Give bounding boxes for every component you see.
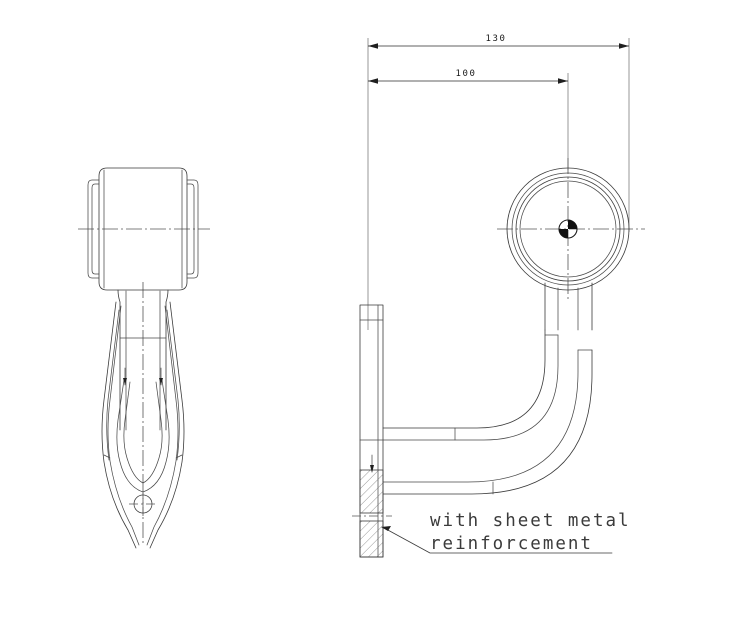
bracket-arrow-left (123, 378, 127, 385)
lens-ring-3 (515, 176, 621, 282)
bracket-notch-right (175, 454, 183, 459)
flange-arrow-head (370, 465, 374, 473)
side-view-group (352, 158, 645, 558)
bracket-outer-left (101, 301, 137, 549)
front-view-lamp-head (87, 167, 199, 291)
side-view-elbow-arm (382, 329, 593, 495)
bracket-cavity-inner (123, 381, 163, 484)
note-line-1: with sheet metal (430, 511, 631, 531)
note-leader-arrowhead (381, 526, 391, 531)
dimension-label-130: 130 (485, 34, 506, 44)
bracket-notch-left (103, 454, 111, 459)
note-leader-line (385, 528, 613, 554)
lens-ring-inner (519, 180, 617, 278)
lamp-head-left-step-inner (91, 183, 100, 275)
dimension-overall-width: 130 (368, 34, 629, 49)
arrow-right-100 (558, 78, 568, 84)
sheet-metal-hatch-upper (359, 469, 384, 514)
front-view-group (78, 167, 210, 549)
bracket-inner-left (107, 305, 140, 546)
arrow-left-130 (368, 43, 378, 49)
front-view-bracket (101, 301, 185, 549)
front-view-mounting-hole (129, 490, 157, 518)
lens-center-marker (558, 219, 578, 239)
lamp-head-left-step-outer (87, 179, 100, 279)
arm-curve-2 (382, 334, 559, 441)
dimension-label-100: 100 (455, 69, 476, 79)
center-marker-quadrant-ne (568, 220, 577, 229)
arm-curve-3 (382, 349, 579, 483)
side-view-mounting-flange (352, 304, 392, 558)
lens-ring-outer (506, 167, 630, 291)
dimension-inner-width: 100 (368, 69, 568, 84)
sheet-metal-note-group: with sheet metal reinforcement (381, 511, 631, 554)
bracket-arrow-right (159, 378, 163, 385)
flange-outer-rect (359, 304, 384, 558)
arrow-left-100 (368, 78, 378, 84)
dimension-group: 130 100 (367, 34, 630, 330)
bracket-rib-left (106, 309, 120, 461)
lens-ring-2 (511, 172, 625, 286)
center-marker-quadrant-sw (559, 229, 568, 238)
stem-right-edge (165, 289, 169, 431)
arrow-right-130 (619, 43, 629, 49)
note-line-2: reinforcement (430, 534, 593, 554)
bracket-inner-right (146, 305, 179, 546)
lamp-head-right-step-inner (186, 183, 195, 275)
bracket-outer-right (149, 301, 185, 549)
side-view-tube-neck (544, 282, 593, 351)
sheet-metal-hatch-lower (359, 520, 384, 558)
lamp-head-right-step-outer (186, 179, 199, 279)
lamp-head-outline (98, 167, 188, 291)
front-view-stem (117, 289, 169, 431)
stem-left-edge (117, 289, 121, 431)
arm-curve-outer-top (382, 329, 546, 429)
bracket-rib-right (166, 309, 180, 461)
side-view-lamp-lens (506, 167, 630, 291)
arm-curve-outer-bottom (382, 349, 593, 495)
